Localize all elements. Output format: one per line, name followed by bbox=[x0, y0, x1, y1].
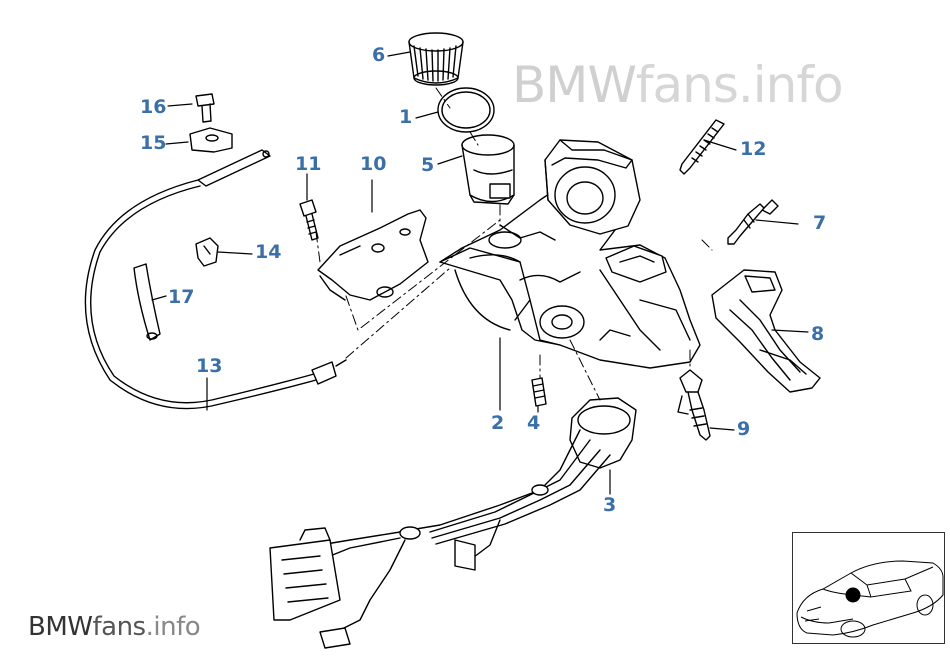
part-5-cylinder[interactable] bbox=[461, 134, 515, 205]
part-1-o-ring[interactable] bbox=[437, 87, 495, 133]
vehicle-location-thumbnail[interactable] bbox=[792, 532, 945, 644]
leader-lines bbox=[151, 51, 809, 495]
part-17-guide[interactable] bbox=[133, 263, 161, 341]
part-10-cover[interactable] bbox=[317, 209, 429, 301]
callout-17[interactable]: 17 bbox=[168, 286, 195, 308]
callout-14[interactable]: 14 bbox=[255, 241, 282, 263]
footer-brand-logo[interactable]: BMWfans.info bbox=[28, 612, 201, 642]
callout-8[interactable]: 8 bbox=[811, 323, 825, 345]
callout-10[interactable]: 10 bbox=[360, 153, 387, 175]
callout-16[interactable]: 16 bbox=[140, 96, 167, 118]
part-12-pin[interactable] bbox=[679, 119, 725, 175]
assembly-guide-lines bbox=[315, 87, 713, 401]
part-3-wiring-harness[interactable] bbox=[269, 397, 637, 649]
callout-13[interactable]: 13 bbox=[196, 355, 223, 377]
part-16-bolt[interactable] bbox=[195, 93, 215, 123]
callout-4[interactable]: 4 bbox=[527, 412, 541, 434]
part-14-clip[interactable] bbox=[195, 237, 219, 267]
part-6-gear-ring[interactable] bbox=[408, 32, 464, 86]
part-2-lock-housing[interactable] bbox=[439, 139, 701, 369]
callout-11[interactable]: 11 bbox=[295, 153, 322, 175]
location-marker-icon bbox=[845, 587, 861, 603]
car-outline-icon bbox=[796, 560, 944, 638]
callout-5[interactable]: 5 bbox=[421, 154, 435, 176]
callout-2[interactable]: 2 bbox=[491, 412, 505, 434]
callout-3[interactable]: 3 bbox=[603, 494, 617, 516]
callout-12[interactable]: 12 bbox=[740, 138, 767, 160]
part-9-screw[interactable] bbox=[677, 369, 711, 441]
callout-15[interactable]: 15 bbox=[140, 132, 167, 154]
part-11-screw[interactable] bbox=[299, 199, 319, 241]
callout-6[interactable]: 6 bbox=[372, 44, 386, 66]
callout-1[interactable]: 1 bbox=[399, 106, 413, 128]
part-13-cable[interactable] bbox=[84, 149, 347, 410]
callout-7[interactable]: 7 bbox=[813, 212, 827, 234]
part-15-clamp[interactable] bbox=[189, 127, 233, 153]
watermark: BMWfans.info bbox=[512, 56, 844, 114]
part-8-bracket[interactable] bbox=[711, 269, 821, 393]
part-7-sensor[interactable] bbox=[727, 199, 779, 245]
part-4-spring[interactable] bbox=[531, 377, 547, 407]
callout-9[interactable]: 9 bbox=[737, 418, 751, 440]
